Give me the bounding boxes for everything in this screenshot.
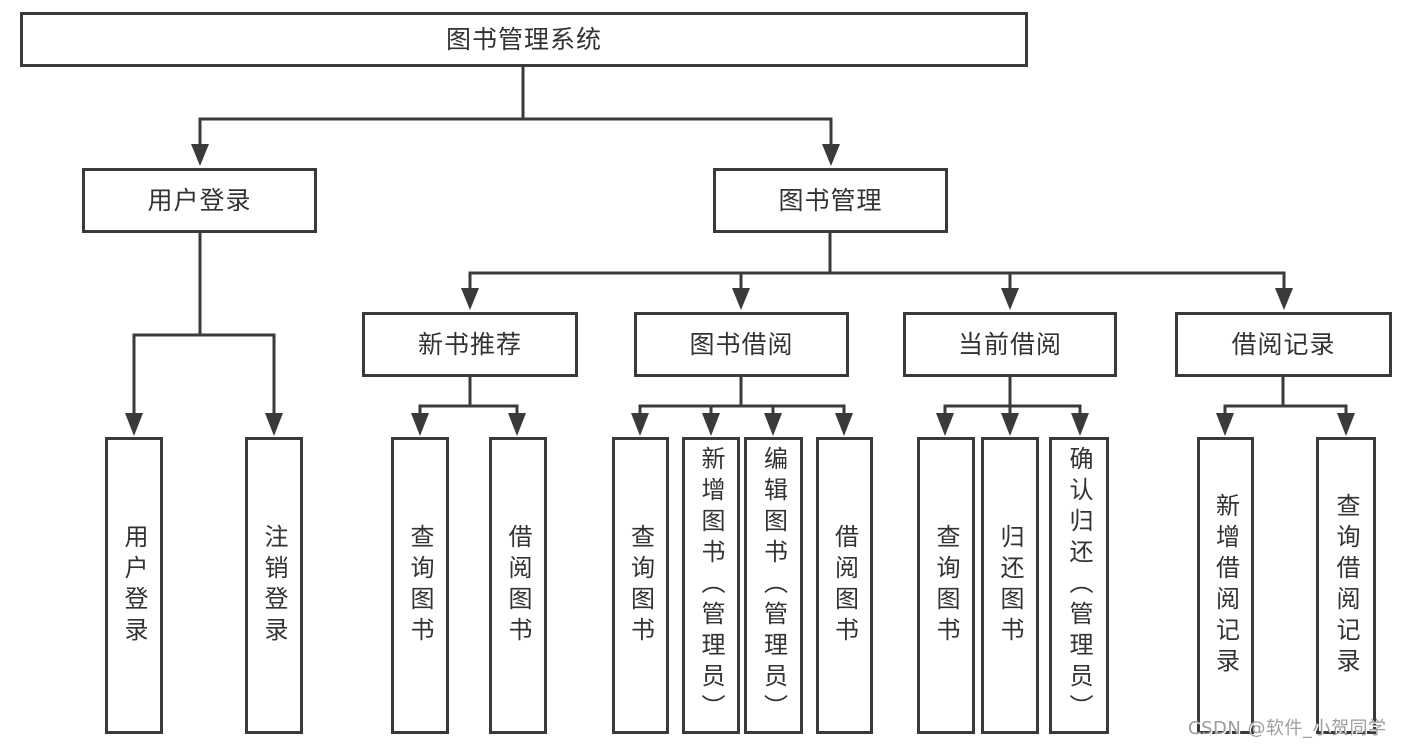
leaf-query-borrow-record-label: 查询借阅记录 bbox=[1332, 492, 1360, 679]
leaf-add-borrow-record: 新增借阅记录 bbox=[1197, 437, 1254, 734]
leaf-edit-book-admin: 编辑图书（管理员） bbox=[744, 437, 803, 734]
leaf-logout-label: 注销登录 bbox=[260, 523, 288, 648]
leaf-borrow-book-1: 借阅图书 bbox=[489, 437, 547, 734]
node-current-borrow: 当前借阅 bbox=[903, 312, 1117, 377]
leaf-confirm-return-admin-label: 确认归还（管理员） bbox=[1065, 446, 1093, 725]
leaf-query-borrow-record: 查询借阅记录 bbox=[1316, 437, 1376, 734]
leaf-borrow-book-2-label: 借阅图书 bbox=[830, 523, 859, 648]
leaf-add-book-admin-label: 新增图书（管理员） bbox=[697, 446, 725, 725]
node-user-login-label: 用户登录 bbox=[147, 186, 252, 215]
leaf-logout: 注销登录 bbox=[245, 437, 303, 734]
node-new-book-recommend-label: 新书推荐 bbox=[417, 330, 522, 359]
leaf-query-book-1-label: 查询图书 bbox=[406, 523, 434, 648]
leaf-query-book-2: 查询图书 bbox=[612, 437, 669, 734]
leaf-borrow-book-2: 借阅图书 bbox=[816, 437, 873, 734]
node-library-system-label: 图书管理系统 bbox=[445, 25, 602, 54]
node-library-system: 图书管理系统 bbox=[20, 12, 1028, 67]
node-book-management-label: 图书管理 bbox=[778, 186, 883, 215]
node-borrow-records: 借阅记录 bbox=[1175, 312, 1392, 377]
leaf-borrow-book-1-label: 借阅图书 bbox=[504, 523, 532, 648]
csdn-watermark: CSDN @软件_小贺同学 bbox=[1188, 718, 1387, 739]
leaf-query-book-2-label: 查询图书 bbox=[626, 523, 655, 648]
leaf-return-book-label: 归还图书 bbox=[996, 523, 1024, 648]
node-new-book-recommend: 新书推荐 bbox=[362, 312, 578, 377]
node-borrow-records-label: 借阅记录 bbox=[1231, 330, 1336, 359]
leaf-add-book-admin: 新增图书（管理员） bbox=[682, 437, 740, 734]
node-user-login: 用户登录 bbox=[82, 168, 317, 233]
leaf-return-book: 归还图书 bbox=[981, 437, 1039, 734]
leaf-query-book-3-label: 查询图书 bbox=[932, 523, 960, 648]
leaf-edit-book-admin-label: 编辑图书（管理员） bbox=[759, 446, 788, 725]
node-current-borrow-label: 当前借阅 bbox=[957, 330, 1062, 359]
node-book-borrow-label: 图书借阅 bbox=[689, 330, 794, 359]
leaf-add-borrow-record-label: 新增借阅记录 bbox=[1211, 492, 1240, 679]
leaf-confirm-return-admin: 确认归还（管理员） bbox=[1049, 437, 1109, 734]
leaf-query-book-3: 查询图书 bbox=[917, 437, 975, 734]
leaf-user-login-label: 用户登录 bbox=[120, 523, 148, 648]
node-book-management: 图书管理 bbox=[713, 168, 948, 233]
leaf-query-book-1: 查询图书 bbox=[391, 437, 449, 734]
node-book-borrow: 图书借阅 bbox=[634, 312, 849, 377]
leaf-user-login: 用户登录 bbox=[105, 437, 163, 734]
